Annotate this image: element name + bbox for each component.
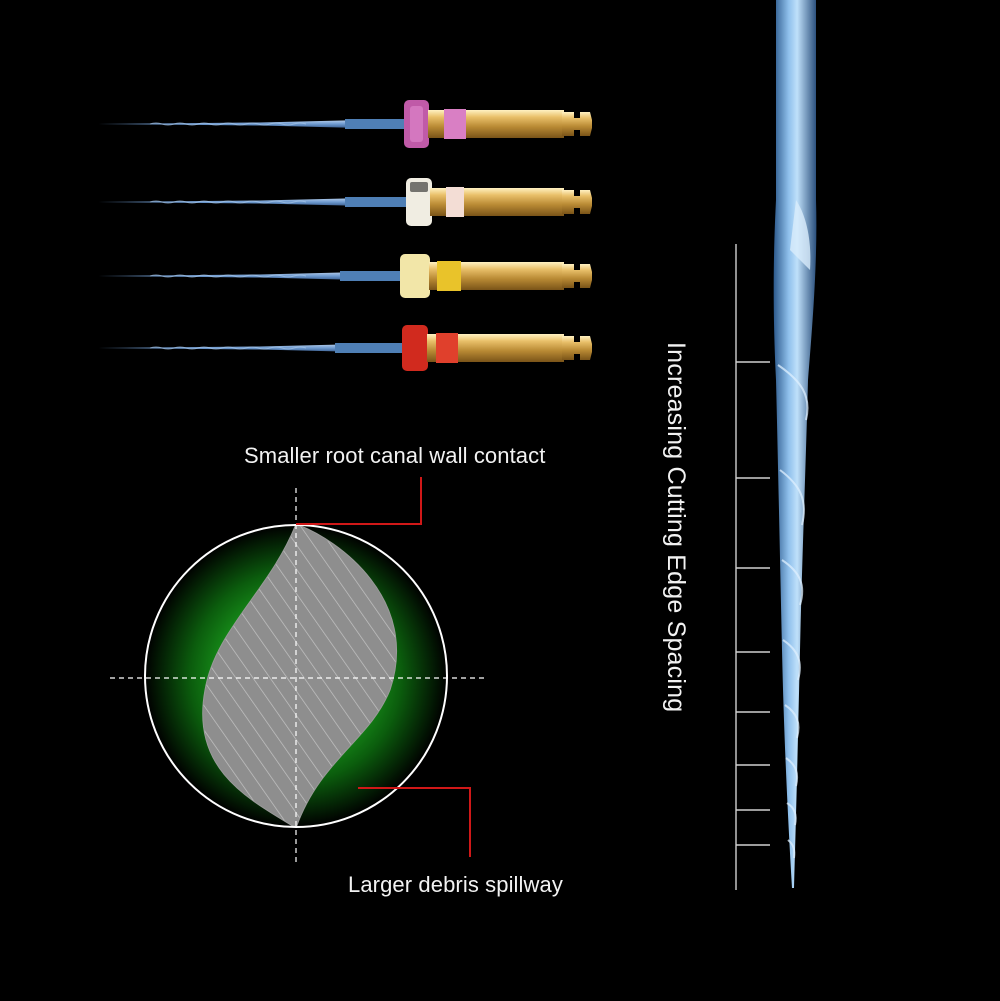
file-color-band — [444, 109, 466, 139]
file-handle-tip — [562, 336, 592, 360]
file-color-band — [446, 187, 464, 217]
file-yellow — [98, 254, 592, 298]
label-cutting-edge-spacing-wrapper: Increasing Cutting Edge Spacing — [656, 342, 696, 812]
file-closeup-flutes — [777, 364, 809, 859]
file-closeup — [773, 0, 817, 888]
label-debris-spillway: Larger debris spillway — [348, 872, 563, 897]
label-cutting-edge-spacing: Increasing Cutting Edge Spacing — [662, 342, 690, 713]
file-stopper-ring — [402, 325, 428, 371]
file-collar — [345, 119, 405, 129]
leader-line-top — [296, 477, 422, 525]
file-white — [98, 178, 592, 226]
file-stopper-ring — [400, 254, 430, 298]
file-closeup-shaft — [773, 0, 817, 888]
file-shaft — [98, 343, 404, 353]
file-shaft — [98, 197, 410, 207]
file-shaft — [98, 271, 402, 281]
file-collar — [340, 271, 402, 281]
leader-line-bottom — [358, 787, 471, 857]
endodontic-files — [98, 100, 592, 371]
file-red — [98, 325, 592, 371]
cross-section-diagram — [110, 477, 485, 866]
spacing-scale — [735, 244, 770, 890]
file-handle-tip — [562, 190, 592, 214]
file-shaft — [98, 119, 400, 129]
file-collar — [335, 343, 404, 353]
cross-section-blade — [202, 525, 397, 827]
file-handle-tip — [562, 264, 592, 288]
file-handle-tip — [562, 112, 592, 136]
label-wall-contact: Smaller root canal wall contact — [244, 443, 546, 468]
file-collar — [345, 197, 410, 207]
file-color-band — [436, 333, 458, 363]
file-purple — [98, 100, 592, 148]
file-color-band — [437, 261, 461, 291]
